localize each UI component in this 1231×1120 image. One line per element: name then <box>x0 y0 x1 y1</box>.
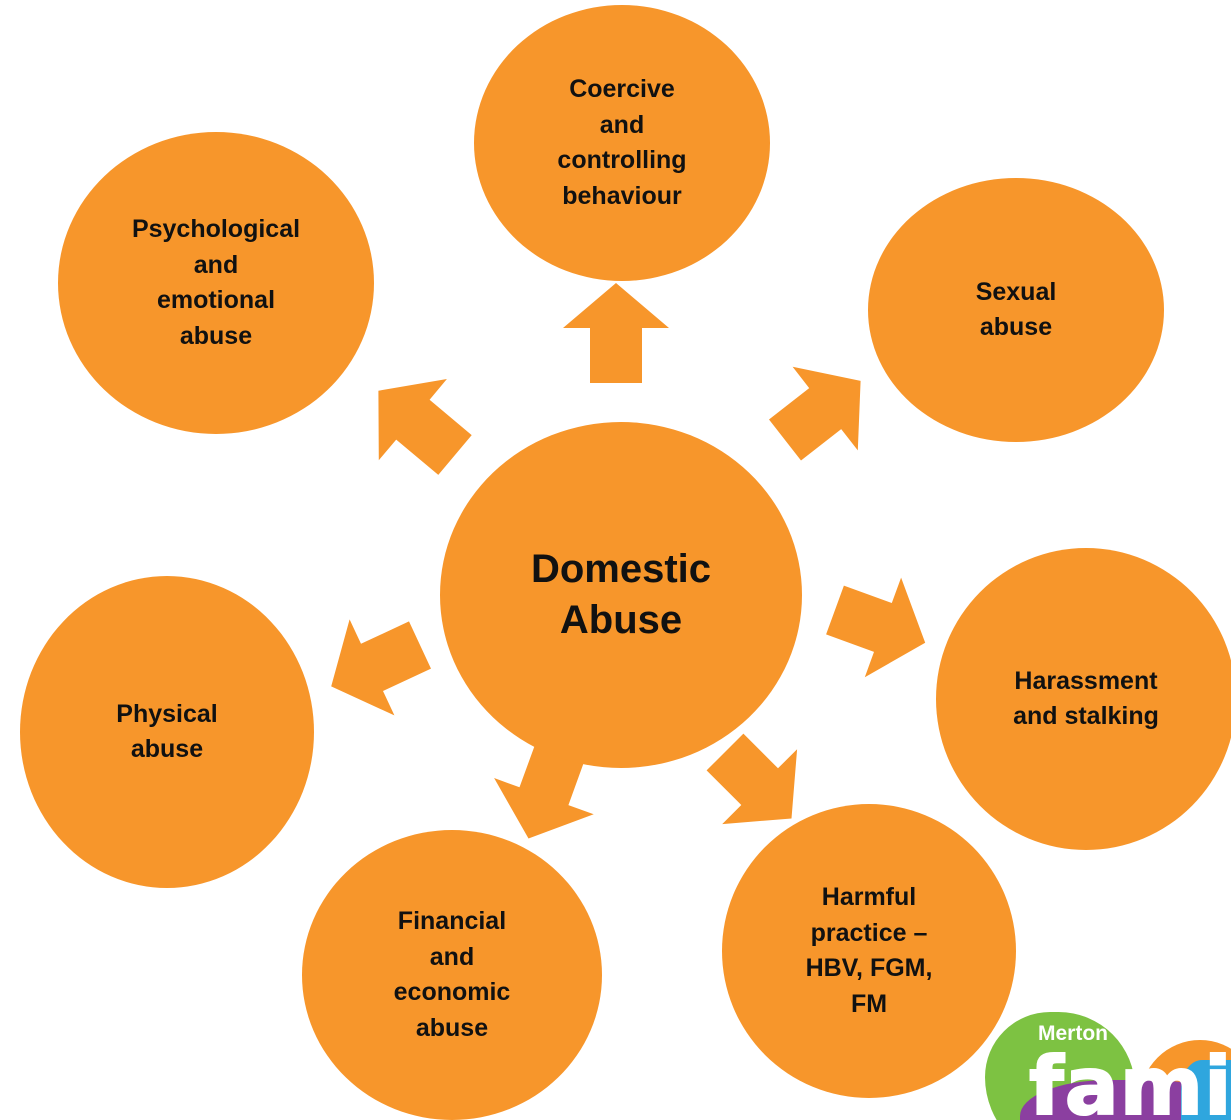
center-node-label: Domestic Abuse <box>530 546 712 642</box>
node-label: Coercive and controlling behaviour <box>557 75 687 210</box>
node-harassment-and-stalking: Harassment and stalking <box>936 548 1231 850</box>
node-label: Harmful practice – HBV, FGM, FM <box>805 883 933 1018</box>
node-label: Harassment and stalking <box>1013 666 1159 731</box>
node-label: Sexual abuse <box>975 277 1057 342</box>
node-sexual-abuse: Sexual abuse <box>868 178 1164 442</box>
merton-family-logo: Merton family <box>985 1000 1231 1120</box>
node-label: Financial and economic abuse <box>393 907 511 1042</box>
node-harmful-practice: Harmful practice – HBV, FGM, FM <box>722 804 1016 1098</box>
arrow-to-coercive-and-controlling-behaviour <box>563 283 669 383</box>
node-physical-abuse: Physical abuse <box>20 576 314 888</box>
arrow-to-physical-abuse <box>331 619 431 716</box>
logo-small-text: Merton <box>1038 1022 1108 1045</box>
center-node-domestic-abuse: Domestic Abuse <box>440 422 802 768</box>
node-coercive-and-controlling-behaviour: Coercive and controlling behaviour <box>474 5 770 281</box>
node-financial-and-economic-abuse: Financial and economic abuse <box>302 830 602 1120</box>
node-label: Psychological and emotional abuse <box>131 215 301 350</box>
arrow-to-harmful-practice <box>706 733 798 825</box>
arrow-to-sexual-abuse <box>769 366 861 461</box>
node-psychological-and-emotional-abuse: Psychological and emotional abuse <box>58 132 374 434</box>
logo-big-text: family <box>1028 1039 1231 1120</box>
arrow-to-harassment-and-stalking <box>826 577 926 678</box>
node-label: Physical abuse <box>116 699 218 764</box>
arrow-to-psychological-and-emotional-abuse <box>378 379 472 475</box>
arrow-to-financial-and-economic-abuse <box>494 743 594 839</box>
